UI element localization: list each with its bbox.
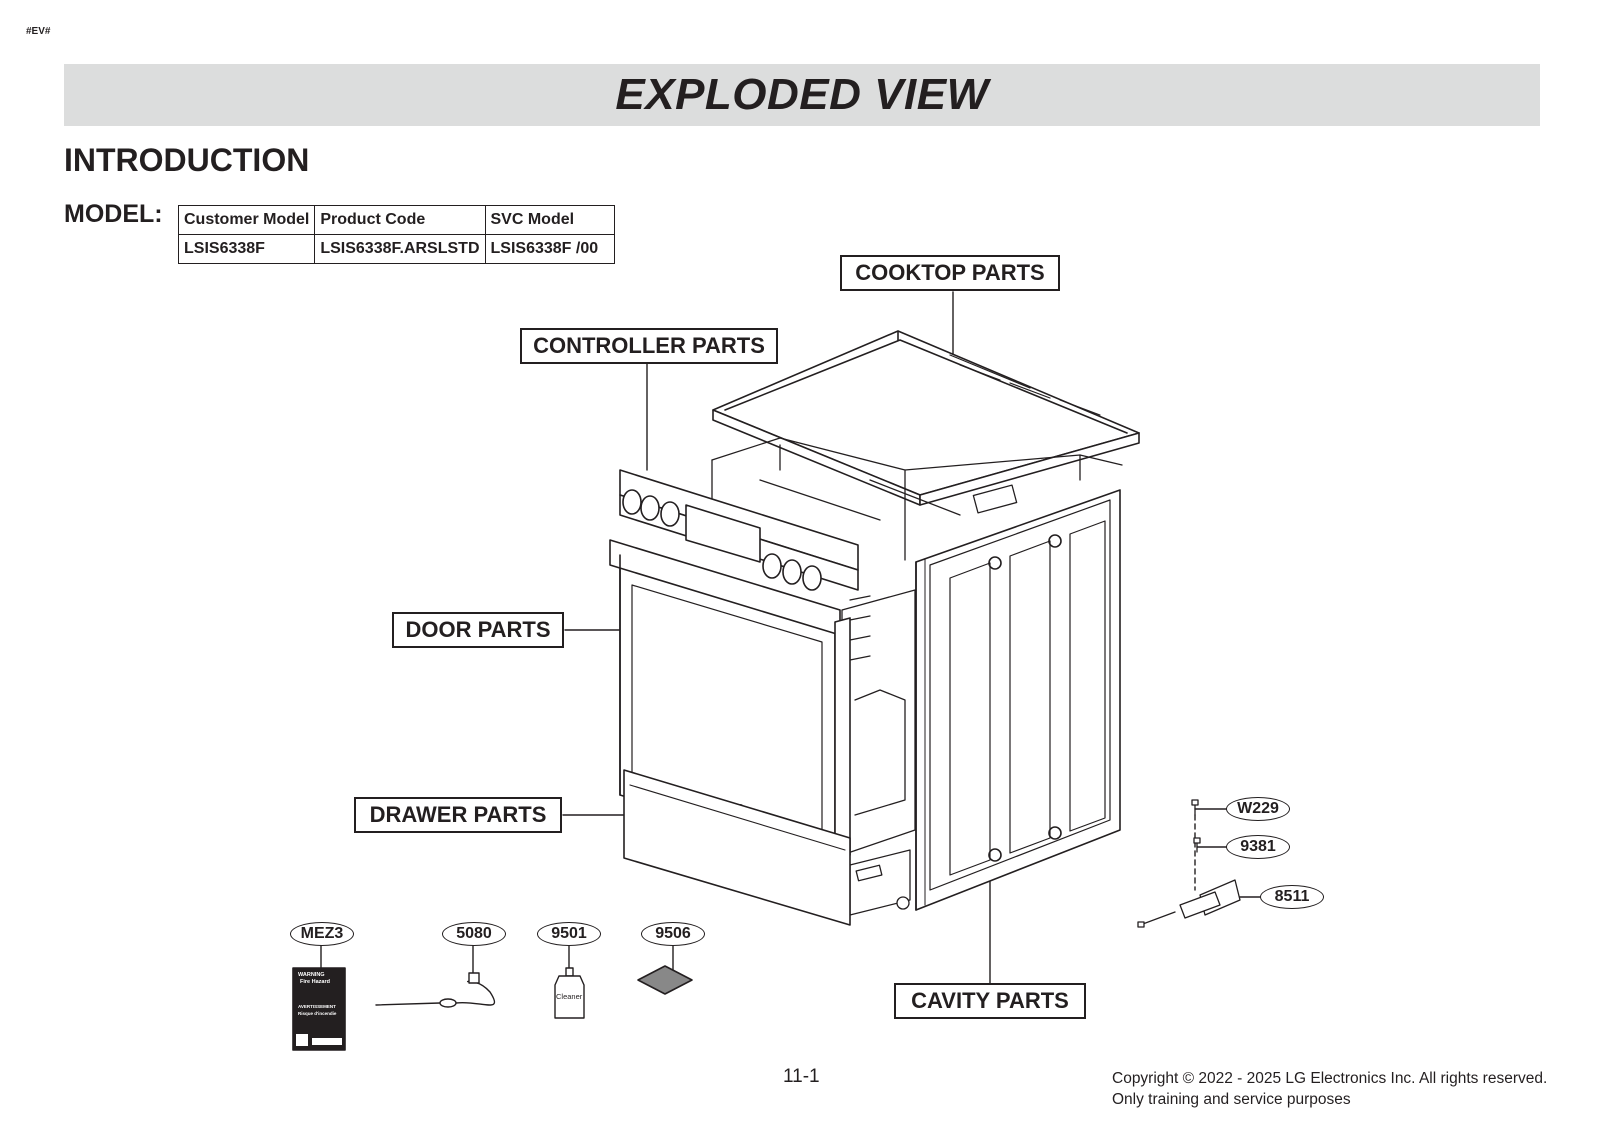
anti-tip-hardware [1137, 799, 1241, 928]
side-panel [915, 489, 1121, 911]
cleaner-bottle-part: Cleaner [554, 967, 585, 1019]
label-line-1: WARNING [298, 972, 325, 978]
part-mez3[interactable]: MEZ3 [290, 922, 354, 946]
callout-drawer-parts[interactable]: DRAWER PARTS [354, 797, 562, 833]
page-title: EXPLODED VIEW [615, 70, 989, 119]
part-5080[interactable]: 5080 [442, 922, 506, 946]
header-product-code: Product Code [314, 205, 486, 235]
cell-customer-model: LSIS6338F [177, 234, 316, 264]
callout-cavity-parts[interactable]: CAVITY PARTS [894, 983, 1086, 1019]
header-bar: EXPLODED VIEW [64, 64, 1540, 126]
chassis-top [711, 437, 1123, 561]
control-knobs [622, 489, 822, 591]
label-line-3: AVERTISSEMENT [298, 1004, 336, 1009]
warning-label-part: WARNING Fire Hazard AVERTISSEMENT Risque… [292, 967, 346, 1051]
model-label: MODEL: [64, 200, 163, 228]
callout-cooktop-parts[interactable]: COOKTOP PARTS [840, 255, 1060, 291]
table-row: LSIS6338F LSIS6338F.ARSLSTD LSIS6338F /0… [177, 234, 615, 264]
cleaner-text: Cleaner [556, 992, 583, 1001]
copyright-line: Copyright © 2022 - 2025 LG Electronics I… [1112, 1070, 1548, 1087]
label-line-2: Fire Hazard [300, 979, 330, 985]
part-9506[interactable]: 9506 [641, 922, 705, 946]
copyright-notice: Copyright © 2022 - 2025 LG Electronics I… [1112, 1068, 1547, 1110]
warming-drawer [623, 769, 851, 926]
oven-cavity [841, 589, 916, 916]
part-9381[interactable]: 9381 [1226, 835, 1290, 859]
table-header-row: Customer Model Product Code SVC Model [177, 205, 615, 235]
header-svc-model: SVC Model [484, 205, 615, 235]
meat-probe-part [375, 972, 496, 1008]
section-title: INTRODUCTION [64, 142, 310, 178]
page-number: 11-1 [783, 1066, 820, 1087]
scrub-pad-part [637, 965, 693, 995]
part-w229[interactable]: W229 [1226, 797, 1290, 821]
part-8511[interactable]: 8511 [1260, 885, 1324, 909]
cell-product-code: LSIS6338F.ARSLSTD [314, 234, 486, 264]
document-tag: #EV# [26, 26, 51, 37]
cooktop-assembly [712, 330, 1140, 506]
controller-assembly [619, 469, 859, 591]
part-9501[interactable]: 9501 [537, 922, 601, 946]
cell-svc-model: LSIS6338F /00 [484, 234, 615, 264]
callout-door-parts[interactable]: DOOR PARTS [392, 612, 564, 648]
purpose-line: Only training and service purposes [1112, 1091, 1351, 1108]
label-line-4: Risque d'incendie [298, 1011, 337, 1016]
header-customer-model: Customer Model [177, 205, 316, 235]
model-table: Customer Model Product Code SVC Model LS… [177, 205, 615, 264]
callout-controller-parts[interactable]: CONTROLLER PARTS [520, 328, 778, 364]
